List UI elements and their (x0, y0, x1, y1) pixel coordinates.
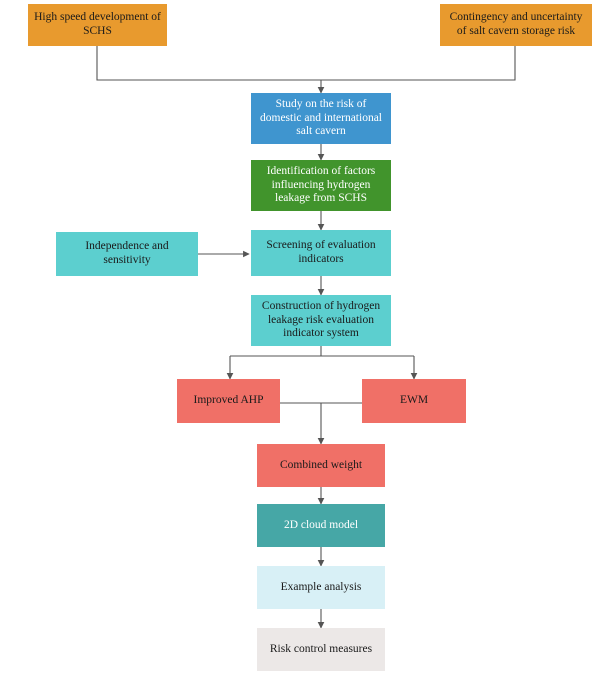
node-improved-ahp: Improved AHP (177, 379, 280, 423)
node-contingency: Contingency and uncertainty of salt cave… (440, 4, 592, 46)
node-screening: Screening of evaluation indicators (251, 230, 391, 276)
node-construction: Construction of hydrogen leakage risk ev… (251, 295, 391, 346)
node-risk-control: Risk control measures (257, 628, 385, 671)
node-2d-cloud-model: 2D cloud model (257, 504, 385, 547)
node-ewm: EWM (362, 379, 466, 423)
node-combined-weight: Combined weight (257, 444, 385, 487)
node-identification: Identification of factors influencing hy… (251, 160, 391, 211)
connector-contingency-merge (321, 46, 516, 81)
node-high-speed: High speed development of SCHS (28, 4, 167, 46)
node-example-analysis: Example analysis (257, 566, 385, 609)
node-independence: Independence and sensitivity (56, 232, 198, 276)
node-study: Study on the risk of domestic and intern… (251, 93, 391, 144)
connector-high-speed-merge (96, 46, 321, 81)
